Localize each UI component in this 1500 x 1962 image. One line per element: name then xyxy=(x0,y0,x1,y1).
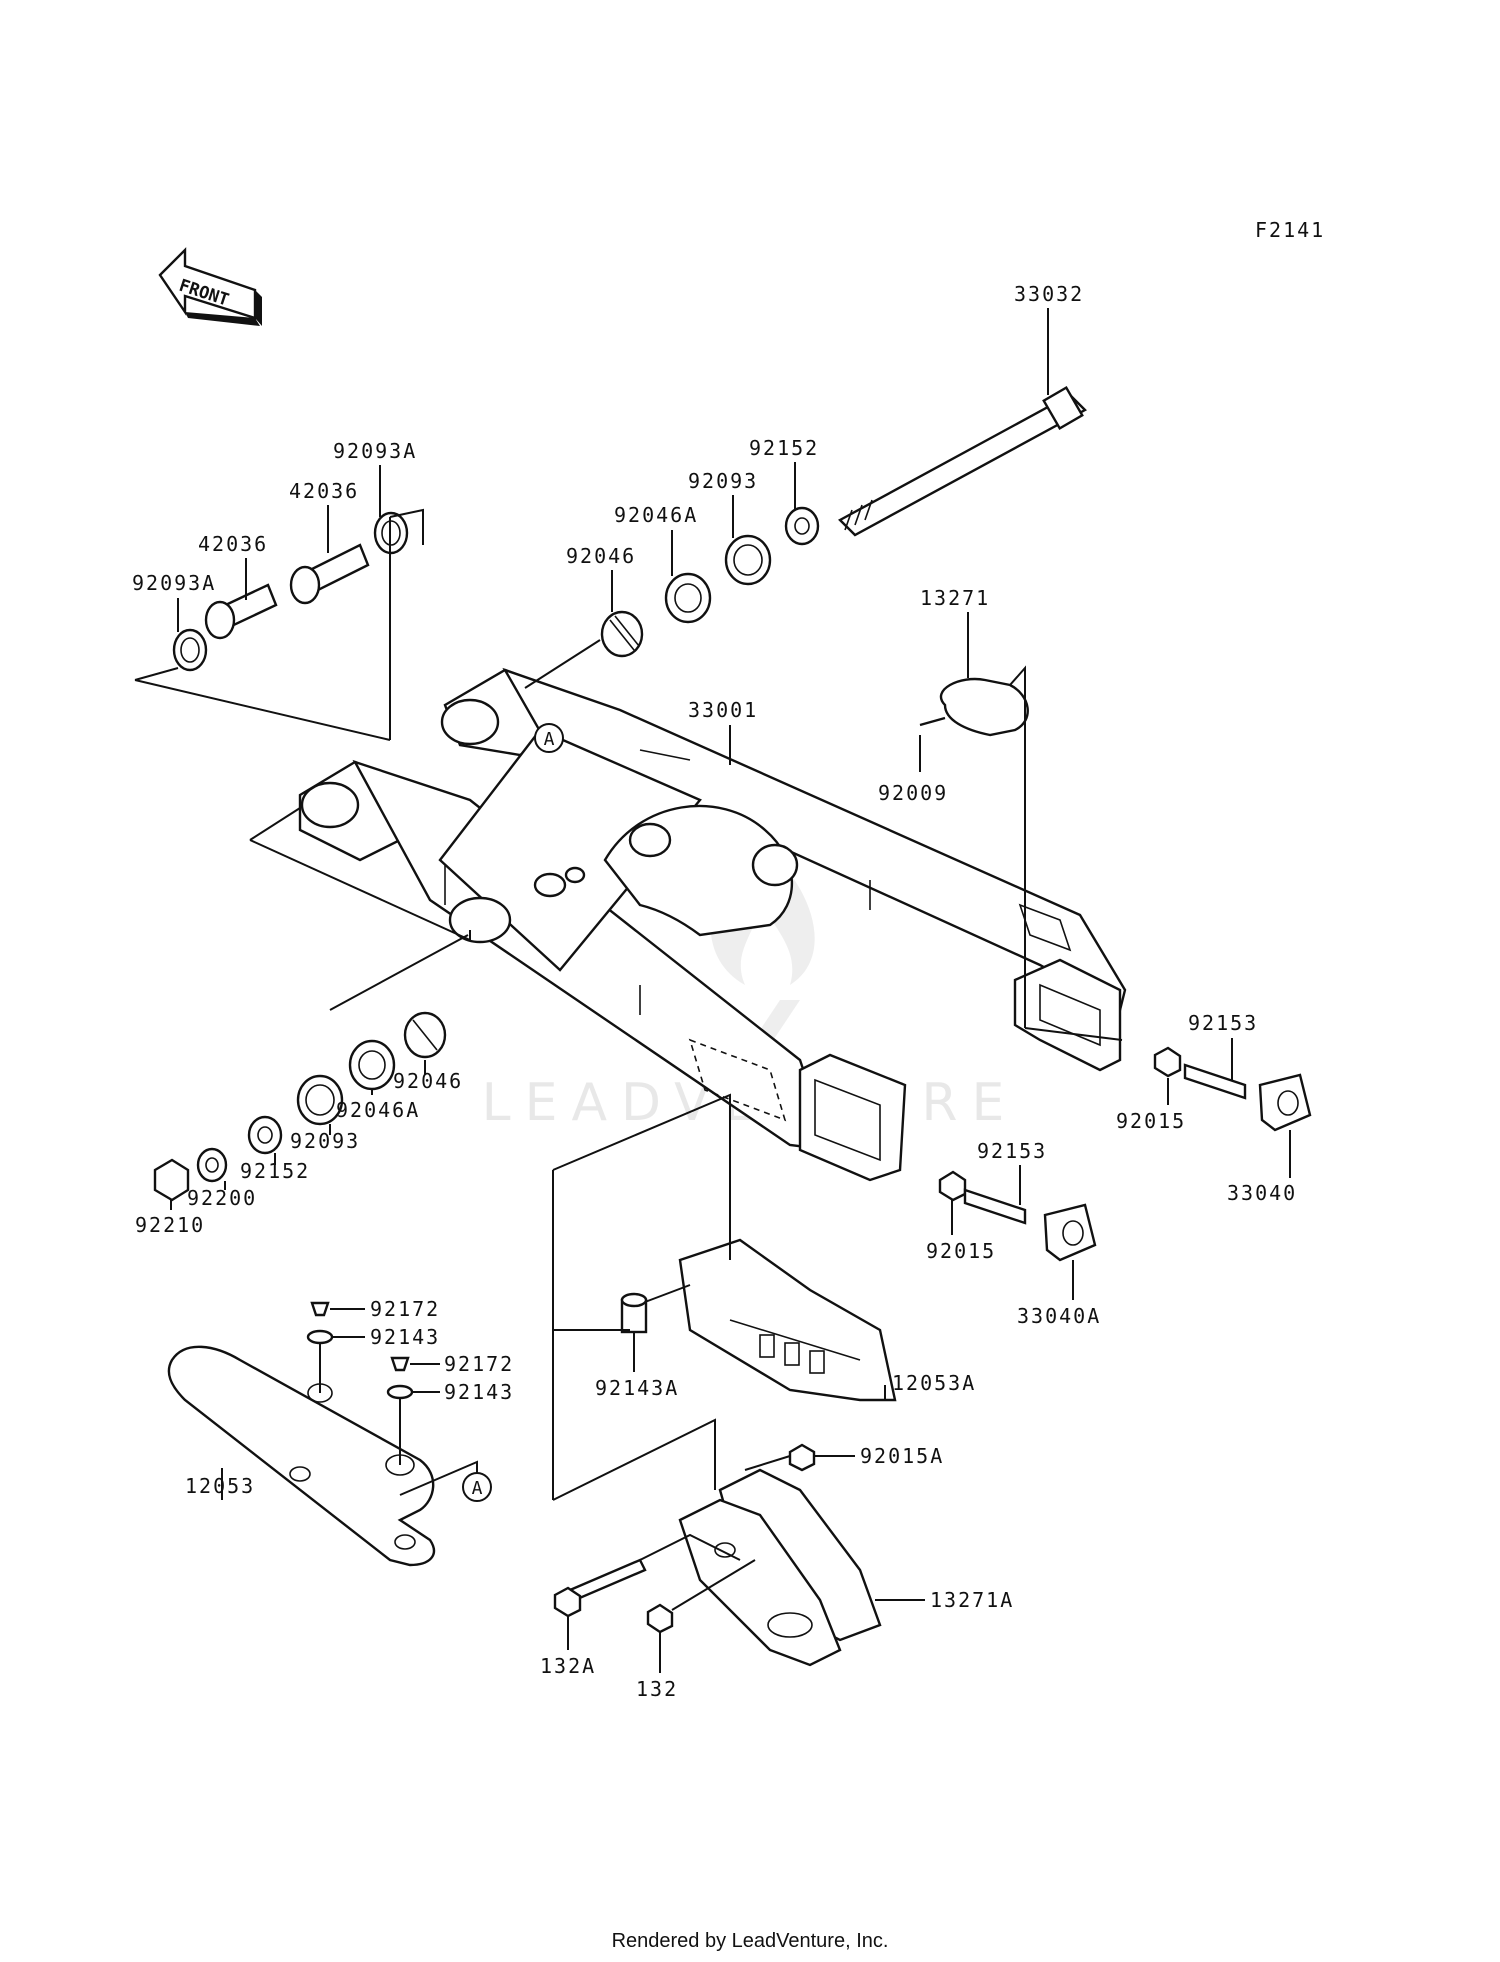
label-92015-mid[interactable]: 92015 xyxy=(926,1239,996,1263)
label-92210[interactable]: 92210 xyxy=(135,1213,205,1237)
label-92153-mid[interactable]: 92153 xyxy=(977,1139,1047,1163)
label-92015A[interactable]: 92015A xyxy=(860,1444,944,1468)
part-labels: 33032 92093A 42036 42036 92093A 92152 92… xyxy=(132,282,1297,1701)
chain-guide-13271A xyxy=(553,1443,882,1667)
label-92153-right[interactable]: 92153 xyxy=(1188,1011,1258,1035)
label-92143-b[interactable]: 92143 xyxy=(444,1380,514,1404)
lower-pivot-parts xyxy=(153,1011,447,1202)
label-92093A-left[interactable]: 92093A xyxy=(132,571,216,595)
label-92093A-top[interactable]: 92093A xyxy=(333,439,417,463)
chain-slider-12053A xyxy=(620,1238,897,1402)
label-92009[interactable]: 92009 xyxy=(878,781,948,805)
label-92172-b[interactable]: 92172 xyxy=(444,1352,514,1376)
label-92152-low[interactable]: 92152 xyxy=(240,1159,310,1183)
chain-guard-12053 xyxy=(167,1301,436,1567)
reference-marker-top: A xyxy=(534,723,564,753)
label-132[interactable]: 132 xyxy=(636,1677,678,1701)
footer-credit: Rendered by LeadVenture, Inc. xyxy=(612,1930,889,1952)
upper-pivot-parts xyxy=(172,506,820,672)
label-42036-mid[interactable]: 42036 xyxy=(198,532,268,556)
swing-arm-33001 xyxy=(298,667,1127,1182)
label-13271A[interactable]: 13271A xyxy=(930,1588,1014,1612)
label-92046A-low[interactable]: 92046A xyxy=(336,1098,420,1122)
label-13271[interactable]: 13271 xyxy=(920,586,990,610)
label-92046A-top[interactable]: 92046A xyxy=(614,503,698,527)
chain-adjuster-parts xyxy=(919,677,1312,1262)
label-92143-a[interactable]: 92143 xyxy=(370,1325,440,1349)
reference-marker-bottom: A xyxy=(462,1472,492,1502)
label-12053A[interactable]: 12053A xyxy=(892,1371,976,1395)
label-92143A[interactable]: 92143A xyxy=(595,1376,679,1400)
label-92152-top[interactable]: 92152 xyxy=(749,436,819,460)
label-92046-low[interactable]: 92046 xyxy=(393,1069,463,1093)
label-33040A[interactable]: 33040A xyxy=(1017,1304,1101,1328)
label-132A[interactable]: 132A xyxy=(540,1654,596,1678)
label-92172-a[interactable]: 92172 xyxy=(370,1297,440,1321)
axle-33032 xyxy=(838,386,1087,537)
leader-lines xyxy=(134,308,1291,1673)
label-92046-top[interactable]: 92046 xyxy=(566,544,636,568)
front-arrow-icon: FRONT xyxy=(158,247,262,326)
label-33040[interactable]: 33040 xyxy=(1227,1181,1297,1205)
label-33001[interactable]: 33001 xyxy=(688,698,758,722)
label-92093-top[interactable]: 92093 xyxy=(688,469,758,493)
label-92015-right[interactable]: 92015 xyxy=(1116,1109,1186,1133)
label-12053[interactable]: 12053 xyxy=(185,1474,255,1498)
diagram-code: F2141 xyxy=(1255,218,1325,242)
label-92200[interactable]: 92200 xyxy=(187,1186,257,1210)
label-33032[interactable]: 33032 xyxy=(1014,282,1084,306)
reference-marker-bottom-label: A xyxy=(472,1478,483,1499)
reference-marker-top-label: A xyxy=(544,729,555,750)
label-92093-low[interactable]: 92093 xyxy=(290,1129,360,1153)
label-42036-top[interactable]: 42036 xyxy=(289,479,359,503)
